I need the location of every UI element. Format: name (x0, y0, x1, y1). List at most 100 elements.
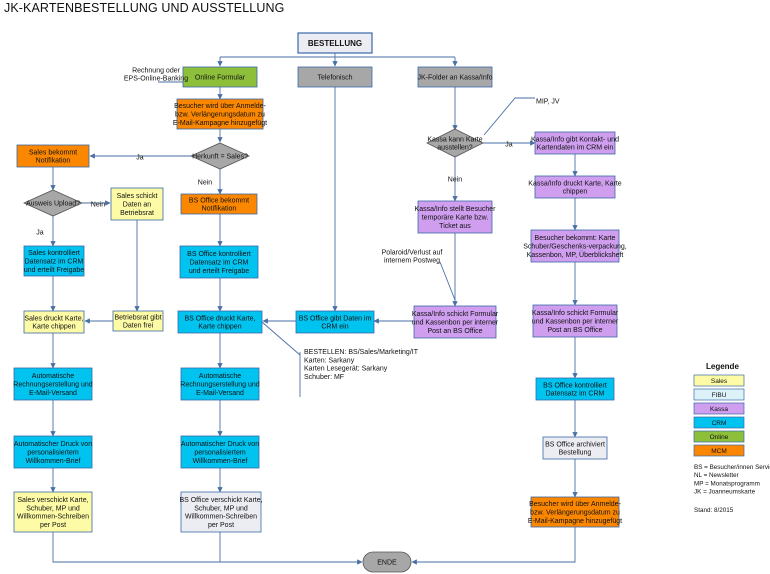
kassa-kann-diamond-shape (426, 128, 484, 158)
kassa-druckt-box-shape (534, 175, 616, 199)
page-title: JK-KARTENBESTELLUNG UND AUSSTELLUNG (4, 1, 285, 15)
legend-online-swatch (693, 430, 745, 443)
legend-fibu: FIBU (693, 388, 745, 401)
bs-verschickt-box-shape (180, 491, 262, 533)
jk-folder-box-shape (417, 66, 493, 88)
herkunft-diamond-label: Herkunft = Sales? (192, 153, 248, 160)
bestellen-bracket (261, 321, 301, 356)
jk-folder-box: JK-Folder an Kassa/Info (417, 66, 493, 88)
legend-mcm: MCM (693, 444, 745, 457)
herkunft-nein-label: Nein (198, 179, 213, 186)
bs-druckt-box-label: BS Office druckt Karte,Karte chippen (184, 315, 255, 330)
ausweis-nein-label: Nein (91, 201, 106, 208)
bs-druckt-box-shape (177, 310, 263, 334)
legend-online: Online (693, 430, 745, 443)
bestellung-box-shape (297, 32, 373, 54)
bs-kontrolliert-crm-box-shape (535, 377, 615, 401)
sales-kontrolliert-box-shape (23, 245, 85, 277)
ende-terminal: ENDE (362, 551, 412, 573)
legend-crm-swatch (693, 416, 745, 429)
legend-sales-label: Sales (711, 378, 728, 385)
sales-verschickt-to-ende (52, 532, 363, 565)
besucher-anmelde-box: Besucher wird über Anmelde-bzw. Verlänge… (173, 98, 267, 130)
bs-office-notifikation-box-shape (180, 193, 258, 215)
ende-label: ENDE (377, 559, 397, 566)
polaroid-line (439, 261, 456, 301)
ende-shape (362, 551, 412, 573)
bs-gibt-crm-box-shape (295, 310, 375, 334)
legend-stand: Stand: 8/2015 (694, 507, 734, 514)
legend-sales-swatch (693, 374, 745, 387)
sales-schickt-box-shape (110, 187, 164, 221)
bs-druckt-box: BS Office druckt Karte,Karte chippen (177, 310, 263, 334)
besucher-anmelde-2-box-label: Besucher wird über Anmelde-bzw. Verlänge… (528, 501, 622, 525)
sales-notifikation-box-shape (16, 144, 90, 168)
online-formular-box-shape (182, 66, 258, 88)
sales-druckt-box-shape (23, 310, 85, 334)
ausweis-ja-label: Ja (36, 229, 44, 236)
besucher-anmelde-2-box: Besucher wird über Anmelde-bzw. Verlänge… (528, 496, 622, 528)
sales-druckt-box-label: Sales druckt Karte,Karte chippen (24, 315, 83, 330)
auto-rechnung-left-box-shape (13, 367, 93, 401)
legend-kassa-swatch (693, 402, 745, 415)
bs-verschickt-box-label: BS Office verschickt Karte,Schuber, MP u… (179, 497, 262, 529)
kassa-ja-label: Ja (505, 141, 513, 148)
herkunft-ja-label: Ja (136, 154, 144, 161)
ausweis-upload-diamond-shape (23, 189, 83, 217)
auto-druck-left-box-shape (13, 435, 93, 469)
legend-kassa: Kassa (693, 402, 745, 415)
legend-sales: Sales (693, 374, 745, 387)
mip-jv-line (483, 97, 535, 136)
besucher-anmelde-2-box-shape (530, 496, 620, 528)
telefonisch-box: Telefonisch (297, 66, 373, 88)
legend-crm: CRM (693, 416, 745, 429)
betriebsrat-gibt-box-shape (112, 310, 164, 332)
auto-rechnung-mid-box-shape (180, 367, 260, 401)
online-formular-box: Online Formular (182, 66, 258, 88)
legend-crm-label: CRM (712, 420, 727, 427)
jk-folder-box-label: JK-Folder an Kassa/Info (417, 74, 492, 81)
ausweis-upload-diamond: Ausweis Upload? (23, 189, 83, 217)
kassa-schickt-right-box-shape (532, 304, 618, 338)
sales-verschickt-box-shape (13, 491, 93, 533)
kassa-nein-label: Nein (448, 176, 463, 183)
kassa-gibt-kontakt-box-shape (534, 131, 616, 155)
